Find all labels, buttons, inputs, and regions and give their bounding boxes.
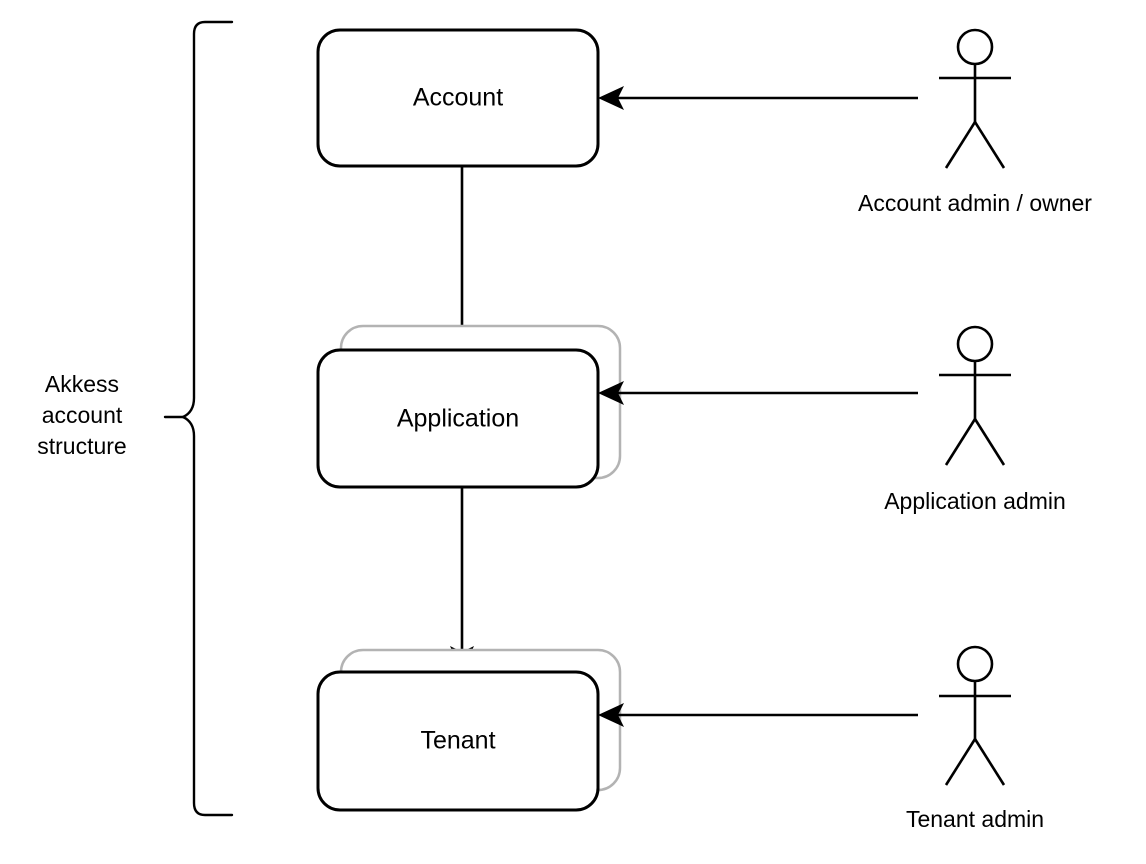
actor-left-leg-icon: [944, 121, 977, 169]
application-box[interactable]: [316, 348, 600, 489]
tenant-label: Tenant: [420, 727, 495, 755]
brace-label-line-3: structure: [37, 433, 126, 459]
actor-head-icon: [956, 325, 994, 363]
connector-arrowhead-left: [598, 86, 624, 110]
connector-account-admin-to-account: [598, 86, 918, 110]
connector-arrowhead-left: [598, 381, 624, 405]
tenant-box[interactable]: [316, 670, 600, 812]
connector-arrowhead-left: [598, 703, 624, 727]
brace-label-group: Akkess account structure: [37, 371, 126, 459]
actor-right-leg-icon: [973, 738, 1006, 786]
account-structure-brace: [163, 20, 234, 817]
actor-left-leg-icon: [944, 738, 977, 786]
node-tenant[interactable]: Tenant: [316, 648, 622, 812]
brace-label-line-1: Akkess: [45, 371, 119, 397]
actor-right-leg-icon: [973, 418, 1006, 466]
connector-tenant-admin-to-tenant: [598, 703, 918, 727]
actor-application-admin-label: Application admin: [884, 488, 1066, 514]
actor-right-leg-icon: [973, 121, 1006, 169]
connector-application-to-tenant: [450, 487, 474, 672]
actor-head-icon: [956, 645, 994, 683]
brace-label-line-2: account: [42, 402, 123, 428]
actor-head-icon: [956, 28, 994, 66]
actor-tenant-admin-label: Tenant admin: [906, 806, 1044, 832]
node-application[interactable]: Application: [316, 324, 622, 489]
account-label: Account: [413, 84, 503, 112]
actor-account-admin-label: Account admin / owner: [858, 190, 1092, 216]
connector-application-admin-to-application: [598, 381, 918, 405]
connector-account-to-application: [450, 166, 474, 352]
actor-application-admin[interactable]: Application admin: [884, 325, 1066, 514]
node-account[interactable]: Account: [316, 28, 600, 168]
brace-path: [181, 20, 234, 817]
actor-account-admin[interactable]: Account admin / owner: [858, 28, 1092, 216]
application-label: Application: [397, 405, 519, 433]
actor-left-leg-icon: [944, 418, 977, 466]
actor-tenant-admin[interactable]: Tenant admin: [906, 645, 1044, 832]
